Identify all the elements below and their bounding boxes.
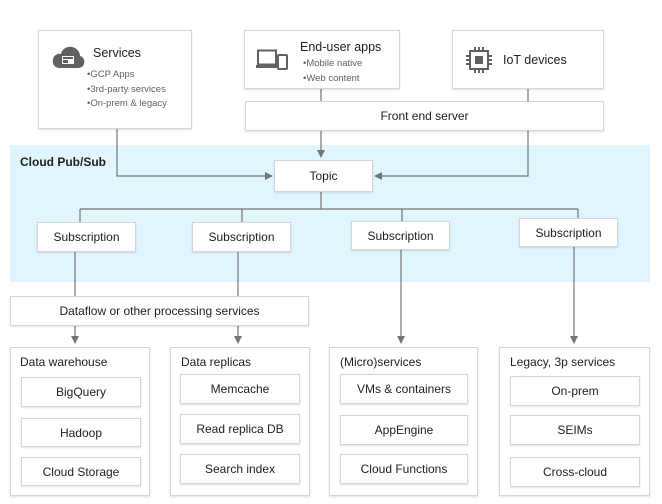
appengine-box[interactable]: AppEngine: [340, 415, 468, 445]
topic-box[interactable]: Topic: [274, 160, 373, 192]
services-box[interactable]: Services GCP Apps 3rd-party services On-…: [38, 30, 192, 129]
data-replicas-panel: Data replicas Memcache Read replica DB S…: [170, 347, 310, 496]
cross-cloud-box[interactable]: Cross-cloud: [510, 457, 640, 487]
read-replica-db-box[interactable]: Read replica DB: [180, 414, 300, 444]
cloud-storage-box[interactable]: Cloud Storage: [21, 457, 141, 486]
panel-title: Data replicas: [181, 355, 252, 369]
data-warehouse-panel: Data warehouse BigQuery Hadoop Cloud Sto…: [10, 347, 150, 496]
subscription-box-4[interactable]: Subscription: [519, 218, 618, 247]
frontend-right-to-topic-line: [374, 131, 529, 180]
cloud-functions-box[interactable]: Cloud Functions: [340, 454, 468, 484]
dataflow-box[interactable]: Dataflow or other processing services: [10, 296, 309, 326]
services-to-topic-line: [116, 129, 273, 180]
list-item: Web content: [303, 72, 362, 87]
microservices-panel: (Micro)services VMs & containers AppEngi…: [329, 347, 478, 496]
list-item: Mobile native: [303, 57, 362, 72]
list-item: 3rd-party services: [87, 83, 167, 98]
search-index-box[interactable]: Search index: [180, 454, 300, 484]
memcache-box[interactable]: Memcache: [180, 374, 300, 404]
subscription-box-2[interactable]: Subscription: [192, 222, 291, 252]
services-list: GCP Apps 3rd-party services On-prem & le…: [87, 68, 167, 112]
cloud-service-icon: [52, 46, 85, 68]
subscription-box-3[interactable]: Subscription: [351, 221, 450, 250]
pubsub-label: Cloud Pub/Sub: [20, 155, 106, 169]
end-user-apps-box[interactable]: End-user apps Mobile native Web content: [244, 30, 400, 89]
list-item: GCP Apps: [87, 68, 167, 83]
devices-icon: [256, 49, 288, 70]
end-user-apps-title: End-user apps: [300, 40, 382, 54]
on-prem-box[interactable]: On-prem: [510, 376, 640, 406]
panel-title: Legacy, 3p services: [510, 355, 616, 369]
hadoop-box[interactable]: Hadoop: [21, 418, 141, 447]
chip-icon: [466, 47, 492, 73]
services-title: Services: [93, 46, 141, 60]
seims-box[interactable]: SEIMs: [510, 415, 640, 445]
vms-containers-box[interactable]: VMs & containers: [340, 374, 468, 404]
iot-devices-box[interactable]: IoT devices: [452, 30, 604, 89]
bigquery-box[interactable]: BigQuery: [21, 377, 141, 407]
legacy-services-panel: Legacy, 3p services On-prem SEIMs Cross-…: [499, 347, 650, 496]
panel-title: Data warehouse: [20, 355, 108, 369]
end-user-apps-list: Mobile native Web content: [303, 57, 362, 86]
front-end-server-box[interactable]: Front end server: [245, 101, 604, 131]
panel-title: (Micro)services: [340, 355, 422, 369]
list-item: On-prem & legacy: [87, 97, 167, 112]
iot-devices-title: IoT devices: [503, 53, 567, 67]
subscription-box-1[interactable]: Subscription: [37, 222, 136, 252]
